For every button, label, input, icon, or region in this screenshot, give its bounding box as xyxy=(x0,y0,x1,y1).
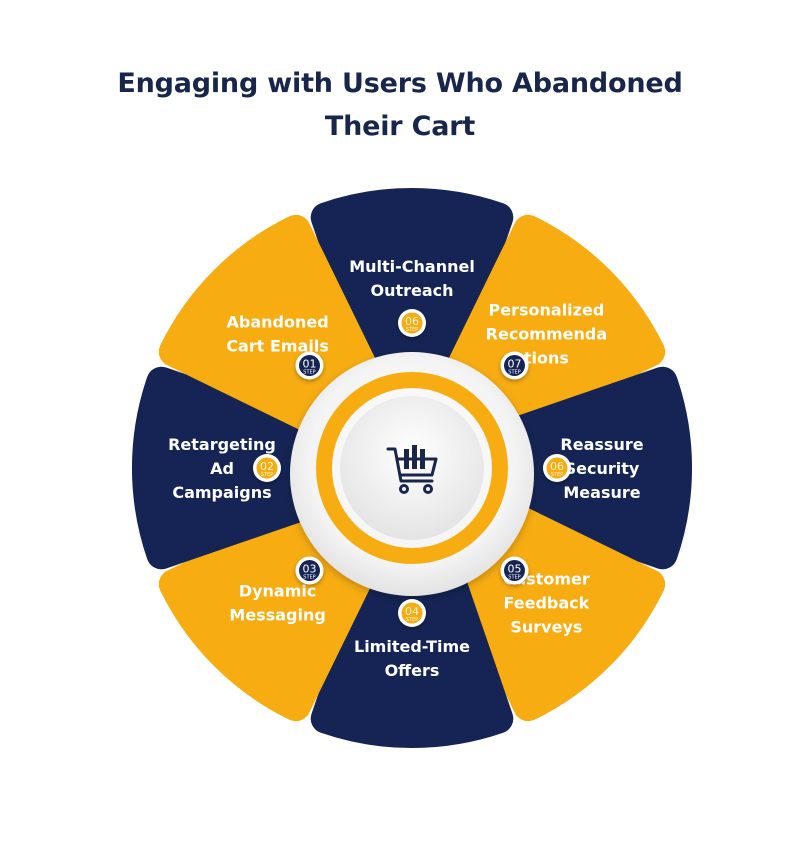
segment-label-line: Retargeting xyxy=(168,435,276,454)
center-ring xyxy=(316,372,508,564)
step-badge-caption: STEP xyxy=(406,617,418,623)
step-badge-number: 03 xyxy=(303,563,317,576)
step-badge-caption: STEP xyxy=(508,370,520,376)
segment-label-line: Personalized xyxy=(489,301,605,320)
step-badge-number: 06 xyxy=(550,460,564,473)
title-line-1: Engaging with Users Who Abandoned xyxy=(117,68,683,99)
segment-label-line: Security xyxy=(565,459,640,478)
segment-label-line: tions xyxy=(524,349,569,368)
page-title: Engaging with Users Who Abandoned Their … xyxy=(0,62,800,148)
segment-label-line: Messaging xyxy=(229,605,325,624)
segment-label-line: Feedback xyxy=(503,593,589,612)
segment-label-line: Limited-Time xyxy=(354,637,470,656)
segment-label-line: Cart Emails xyxy=(226,337,329,356)
segment-label-line: Surveys xyxy=(510,617,582,636)
step-badge-number: 01 xyxy=(303,358,317,371)
step-badge-caption: STEP xyxy=(303,370,315,376)
segment-label-line: Outreach xyxy=(370,281,453,300)
segment-label-line: Recommenda xyxy=(486,325,607,344)
segment-label-line: Ad xyxy=(210,459,234,478)
step-badge-number: 05 xyxy=(508,563,522,576)
segment-label-line: Abandoned xyxy=(227,313,329,332)
segment-label-line: Dynamic xyxy=(239,581,317,600)
step-badge-number: 02 xyxy=(260,460,274,473)
step-badge-number: 06 xyxy=(405,315,419,328)
segment-label-line: Offers xyxy=(385,661,440,680)
segment-label-line: Reassure xyxy=(560,435,643,454)
step-badge-caption: STEP xyxy=(406,327,418,333)
segment-label-line: Multi-Channel xyxy=(349,257,475,276)
step-badge-caption: STEP xyxy=(551,472,563,478)
segment-label-line: Measure xyxy=(563,483,640,502)
title-line-2: Their Cart xyxy=(324,111,476,142)
shopping-cart-icon xyxy=(386,445,438,494)
step-badge-number: 04 xyxy=(405,605,419,618)
step-badge-caption: STEP xyxy=(508,575,520,581)
step-badge-number: 07 xyxy=(508,358,522,371)
step-badge-caption: STEP xyxy=(261,472,273,478)
segment-label-line: Campaigns xyxy=(172,483,271,502)
step-badge-caption: STEP xyxy=(303,575,315,581)
